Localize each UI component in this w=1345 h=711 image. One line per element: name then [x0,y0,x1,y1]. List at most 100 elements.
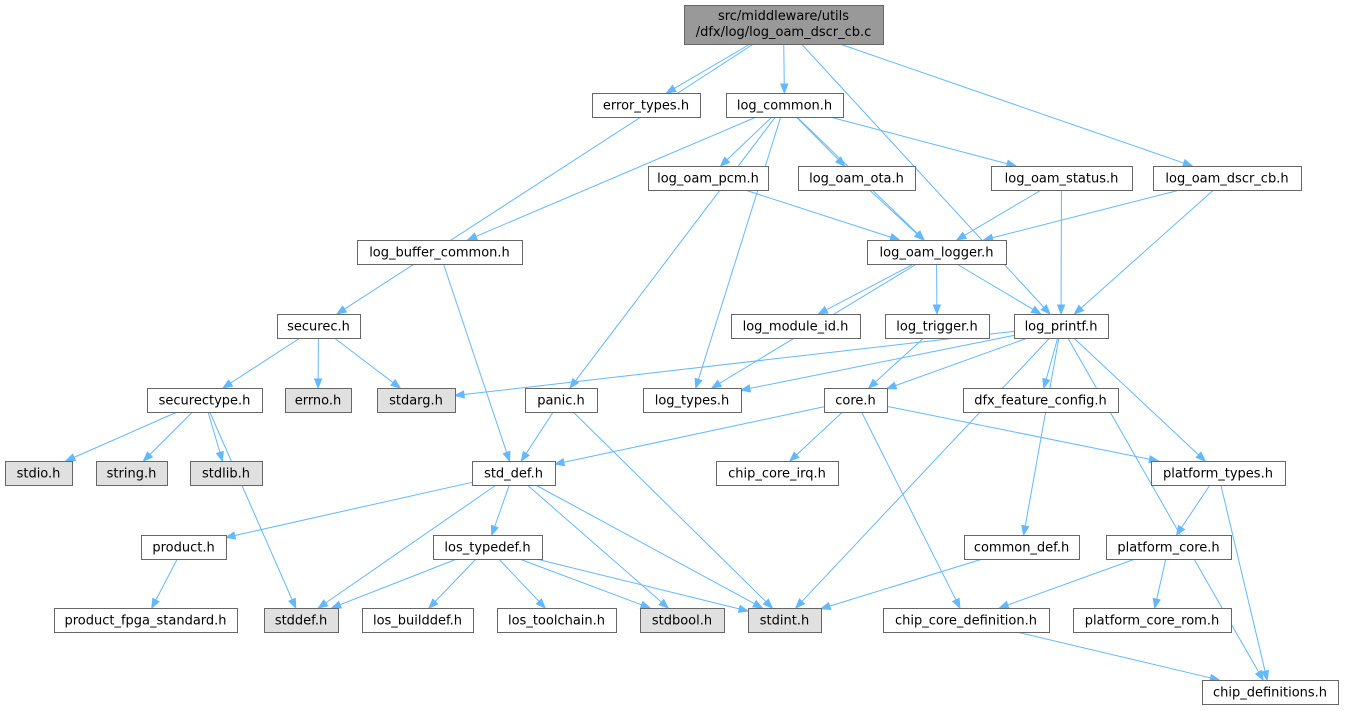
node-box [798,166,916,191]
node-log-module-id[interactable]: log_module_id.h [731,314,861,339]
arrowhead-panic-to-stdint [762,598,774,609]
node-box [726,93,844,118]
node-panic[interactable]: panic.h [525,388,598,413]
node-platform-core-rom[interactable]: platform_core_rom.h [1073,608,1232,633]
node-securec[interactable]: securec.h [277,314,361,339]
node-box [96,461,168,486]
node-log-common[interactable]: log_common.h [726,93,844,118]
node-dfx-feature-config[interactable]: dfx_feature_config.h [963,388,1119,413]
node-stdint: stdint.h [748,608,822,633]
node-platform-core[interactable]: platform_core.h [1106,535,1232,560]
node-log-buffer-common[interactable]: log_buffer_common.h [357,240,523,265]
node-box [190,461,263,486]
node-label: securec.h [287,320,350,335]
edge-log_printf-to-platform_types [1073,337,1199,456]
node-box [277,314,361,339]
node-chip-core-irq[interactable]: chip_core_irq.h [716,461,839,486]
node-box [1106,535,1232,560]
edge-log_printf-to-stdarg [463,330,1015,395]
node-stddef: stddef.h [264,608,339,633]
node-chip-definitions[interactable]: chip_definitions.h [1202,680,1339,705]
edge-log_oam_ota-to-log_oam_logger [869,189,918,235]
node-log-oam-logger[interactable]: log_oam_logger.h [867,240,1007,265]
node-log-oam-status[interactable]: log_oam_status.h [991,166,1133,191]
arrowhead-log_printf-to-stdint [794,598,806,610]
node-label: securectype.h [159,394,251,409]
node-std-def[interactable]: std_def.h [472,461,556,486]
node-box [141,535,227,560]
node-log-oam-dscr-cb[interactable]: log_oam_dscr_cb.h [1153,166,1302,191]
node-los-toolchain[interactable]: los_toolchain.h [497,608,617,633]
arrowhead-log_oam_status-to-log_printf [1056,304,1066,316]
node-label: log_oam_ota.h [809,172,904,187]
node-log-types[interactable]: log_types.h [643,388,742,413]
node-label: stdint.h [760,614,809,629]
node-platform-types[interactable]: platform_types.h [1151,461,1286,486]
node-label: log_trigger.h [896,320,977,335]
arrowhead-std_def-to-los_typedef [490,524,499,537]
node-root: src/middleware/utils/dfx/log/log_oam_dsc… [684,5,884,45]
edge-core-to-std_def [563,406,825,463]
node-box [748,608,822,633]
node-box [885,314,990,339]
arrowhead-log_oam_dscr_cb-to-log_printf [1073,304,1085,315]
arrowhead-log_printf-to-log_types [739,384,752,393]
node-label: std_def.h [484,467,543,482]
edge-std_def-to-stddef [325,484,497,604]
node-label: log_oam_status.h [1005,172,1119,187]
node-stdio: stdio.h [5,461,73,486]
node-label: string.h [107,467,157,482]
node-box [433,535,543,560]
node-box [472,461,556,486]
node-label: los_typedef.h [444,541,530,556]
arrowhead-common_def-to-stdint [819,601,832,611]
edge-log_oam_logger-to-log_printf [956,263,1034,310]
edge-log_trigger-to-core [875,337,925,383]
node-log-oam-ota[interactable]: log_oam_ota.h [798,166,916,191]
arrowhead-std_def-to-stdint [752,599,764,609]
arrowhead-securectype-to-stdio [64,453,77,462]
arrowhead-log_common-to-log_buffer_common [466,232,479,241]
node-label: log_module_id.h [743,320,849,335]
node-box [264,608,339,633]
node-label: product_fpga_standard.h [64,614,226,629]
arrowhead-log_buffer_common-to-std_def [502,450,511,463]
node-box [592,93,701,118]
node-product[interactable]: product.h [141,535,227,560]
arrowhead-securectype-to-stdlib [215,450,224,463]
edge-los_typedef-to-los_toolchain [498,558,540,602]
arrowhead-log_oam_status-to-log_oam_logger [955,231,968,241]
node-product-fpga-standard[interactable]: product_fpga_standard.h [54,608,238,633]
arrowhead-securectype-to-string [142,451,154,462]
edge-core-to-chip_core_definition [861,411,957,601]
node-securectype[interactable]: securectype.h [147,388,263,413]
node-label: stdlib.h [202,467,250,482]
edge-std_def-to-product [234,481,473,536]
node-los-builddef[interactable]: los_builddef.h [362,608,474,633]
edge-std_def-to-stdbool [526,484,662,603]
edge-los_typedef-to-stdint [536,558,740,610]
arrowhead-platform_core-to-chip_core_definition [997,600,1010,609]
node-los-typedef[interactable]: los_typedef.h [433,535,543,560]
edge-log_printf-to-log_types [749,334,1015,389]
node-common-def[interactable]: common_def.h [964,535,1080,560]
edge-common_def-to-stdint [829,558,983,607]
arrowhead-platform_types-to-platform_core [1175,524,1186,537]
node-box [54,608,238,633]
arrowhead-log_oam_ota-to-log_oam_logger [913,230,925,241]
arrowhead-std_def-to-stdbool [658,598,670,609]
node-label: log_oam_logger.h [880,246,994,261]
node-core[interactable]: core.h [824,388,888,413]
node-log-oam-pcm[interactable]: log_oam_pcm.h [648,166,769,191]
arrowhead-std_def-to-product [224,531,237,540]
node-label: common_def.h [974,541,1069,556]
node-label: core.h [835,394,876,409]
edge-log_printf-to-core [895,337,1028,387]
node-box [731,314,861,339]
node-log-printf[interactable]: log_printf.h [1014,314,1109,339]
node-error-types[interactable]: error_types.h [592,93,701,118]
arrowhead-root-to-log_printf [1040,304,1051,316]
node-log-trigger[interactable]: log_trigger.h [885,314,990,339]
node-label: log_oam_pcm.h [657,172,759,187]
node-chip-core-definition[interactable]: chip_core_definition.h [883,608,1050,633]
